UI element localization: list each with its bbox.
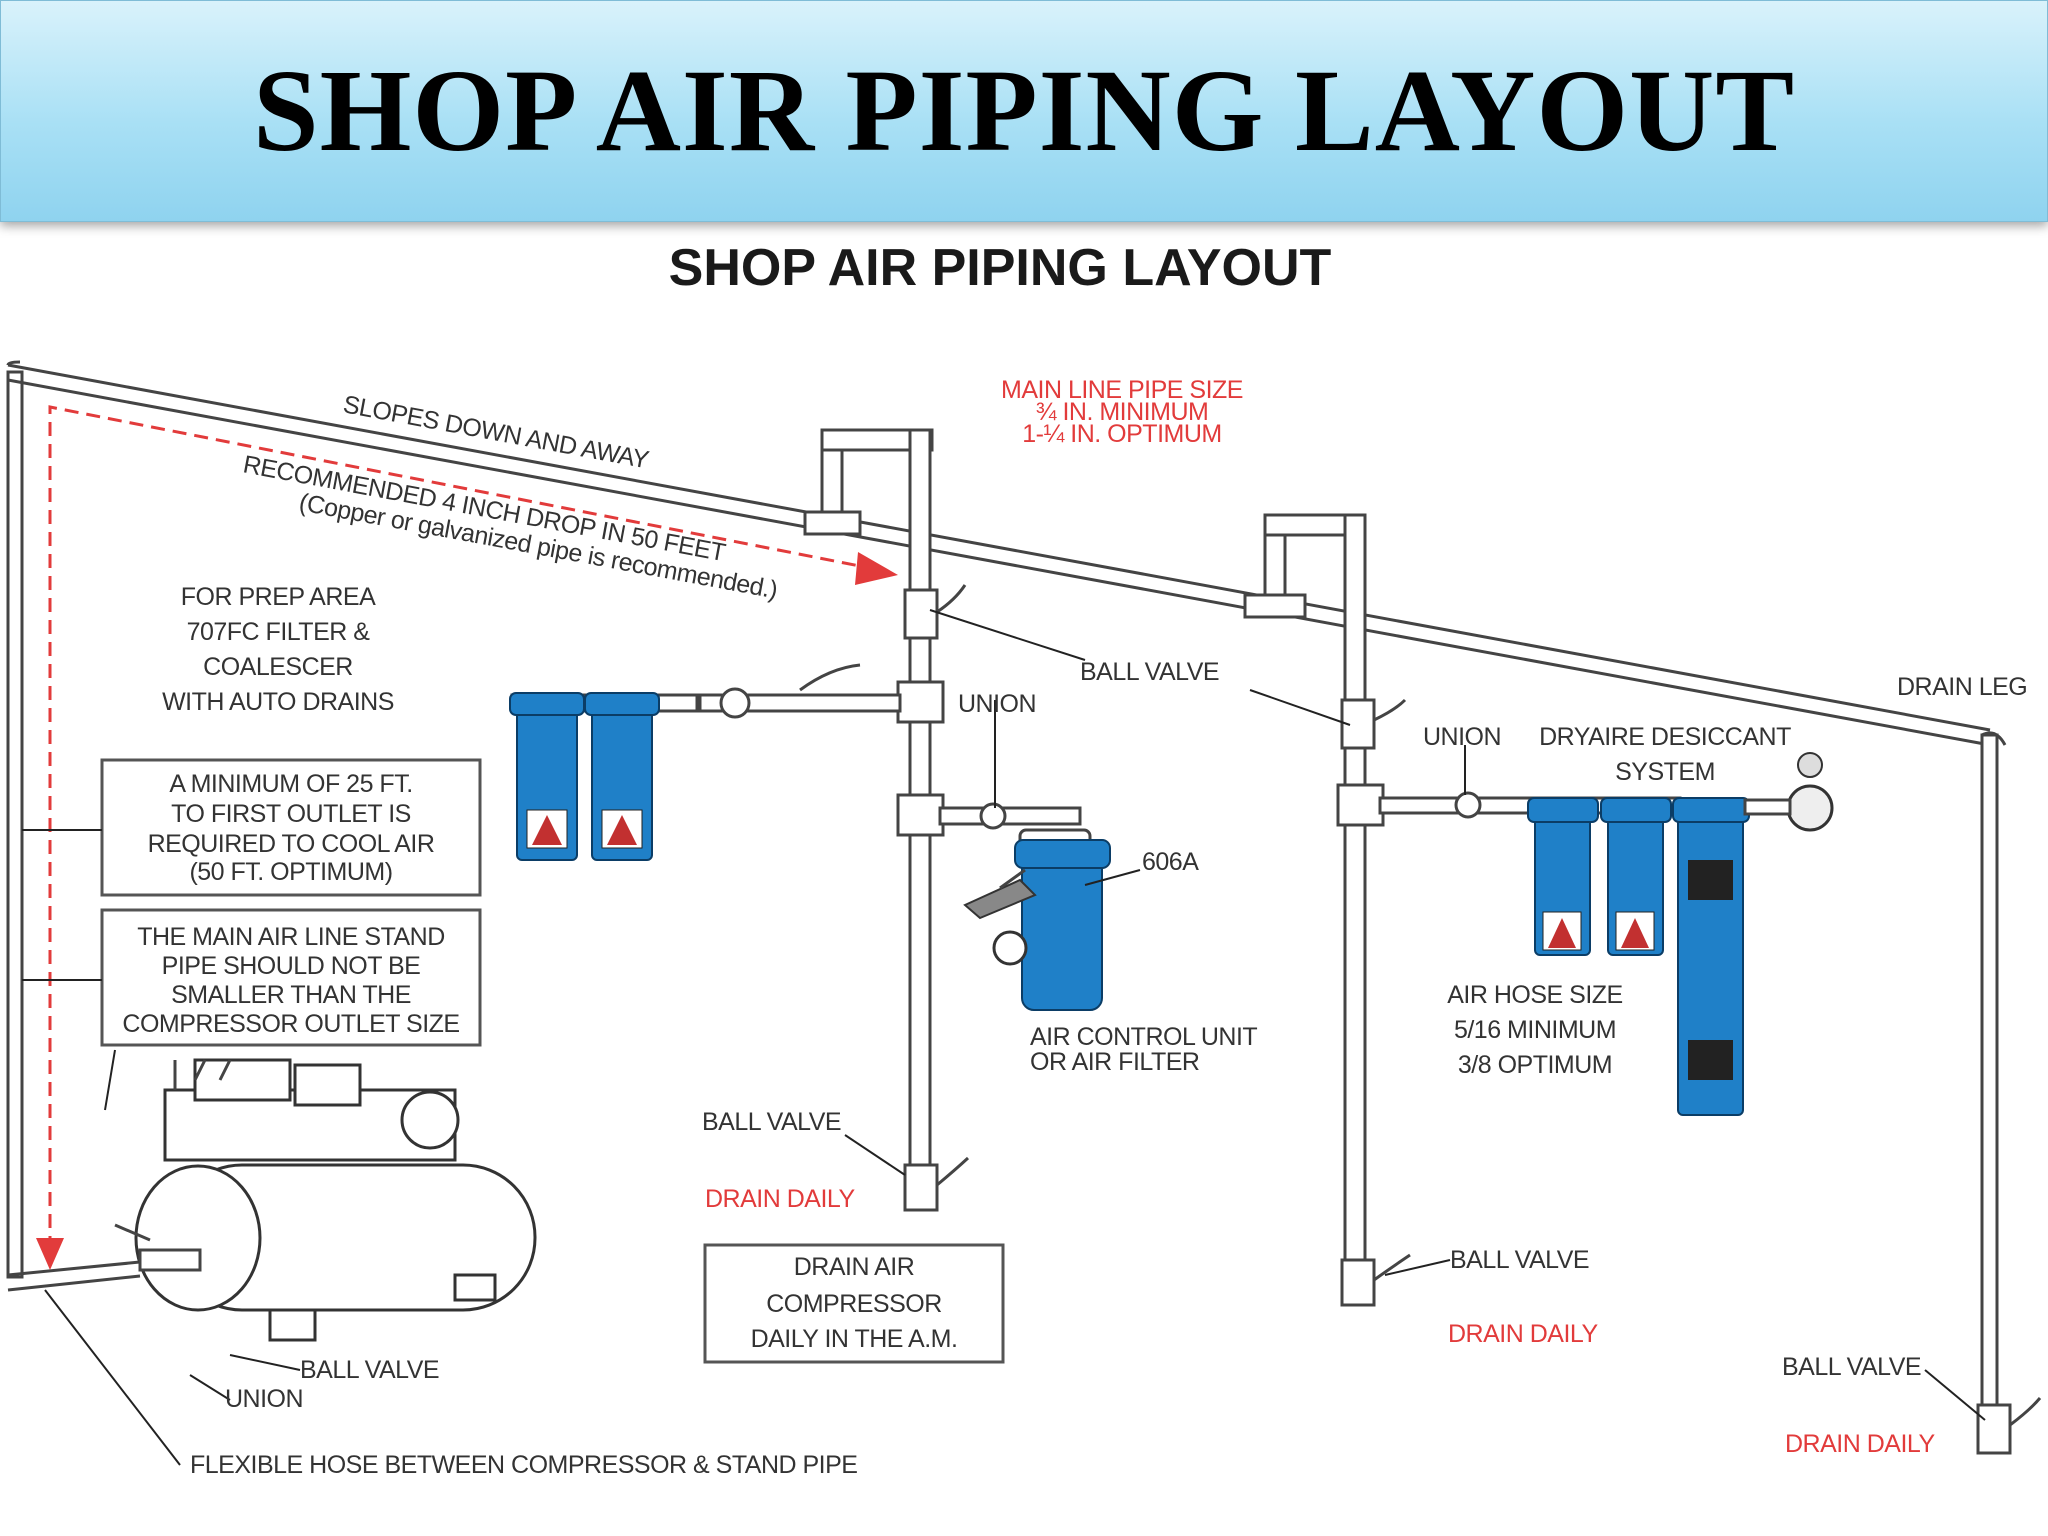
svg-text:DRYAIRE DESICCANT: DRYAIRE DESICCANT xyxy=(1539,723,1791,751)
title-banner: SHOP AIR PIPING LAYOUT xyxy=(0,0,2048,222)
standpipe-box xyxy=(100,908,482,1047)
svg-text:COMPRESSOR: COMPRESSOR xyxy=(766,1290,942,1318)
svg-text:SYSTEM: SYSTEM xyxy=(1615,758,1715,786)
slide-title: SHOP AIR PIPING LAYOUT xyxy=(252,45,1796,176)
drain-leg-label: DRAIN LEG xyxy=(1897,673,2027,701)
standpipe-label: THE MAIN AIR LINE STAND PIPE SHOULD NOT … xyxy=(122,923,460,1038)
flex-hose-label: FLEXIBLE HOSE BETWEEN COMPRESSOR & STAND… xyxy=(190,1451,857,1479)
ball-valve-label-5: BALL VALVE xyxy=(300,1356,439,1384)
drain-daily-label-3: DRAIN DAILY xyxy=(1785,1430,1935,1458)
svg-text:WITH AUTO DRAINS: WITH AUTO DRAINS xyxy=(162,688,394,716)
svg-text:OR AIR FILTER: OR AIR FILTER xyxy=(1030,1048,1199,1076)
svg-text:FOR PREP AREA: FOR PREP AREA xyxy=(181,583,376,611)
air-compressor xyxy=(114,1058,537,1342)
svg-text:SMALLER THAN THE: SMALLER THAN THE xyxy=(171,981,411,1009)
svg-text:MAIN LINE PIPE SIZE: MAIN LINE PIPE SIZE xyxy=(1001,376,1243,404)
svg-text:DRAIN AIR: DRAIN AIR xyxy=(794,1253,915,1281)
slope-label: SLOPES DOWN AND AWAY xyxy=(341,390,652,474)
ball-valve-label-1: BALL VALVE xyxy=(1080,658,1219,686)
drain-daily-label-1: DRAIN DAILY xyxy=(705,1185,855,1213)
svg-text:¾ IN. MINIMUM: ¾ IN. MINIMUM xyxy=(1036,398,1209,426)
drain-compressor-box xyxy=(703,1243,1005,1364)
air-control-unit-606a xyxy=(963,828,1111,1011)
svg-text:707FC FILTER &: 707FC FILTER & xyxy=(187,618,371,646)
airflow-arrow xyxy=(36,405,898,1270)
svg-text:COALESCER: COALESCER xyxy=(203,653,353,681)
svg-text:COMPRESSOR OUTLET SIZE: COMPRESSOR OUTLET SIZE xyxy=(122,1010,459,1038)
union-label-2: UNION xyxy=(1423,723,1501,751)
svg-text:AIR CONTROL UNIT: AIR CONTROL UNIT xyxy=(1030,1023,1257,1051)
svg-text:(50 FT. OPTIMUM): (50 FT. OPTIMUM) xyxy=(189,858,392,886)
svg-text:DAILY IN THE A.M.: DAILY IN THE A.M. xyxy=(751,1325,958,1353)
drain-daily-label-2: DRAIN DAILY xyxy=(1448,1320,1598,1348)
svg-text:PIPE SHOULD NOT BE: PIPE SHOULD NOT BE xyxy=(162,952,421,980)
min-25ft-box xyxy=(100,758,482,897)
hose-size-label: AIR HOSE SIZE 5/16 MINIMUM 3/8 OPTIMUM xyxy=(1447,981,1623,1079)
drop-2 xyxy=(1243,513,1682,1307)
drain-leg-valve xyxy=(1976,1397,2042,1455)
svg-text:A MINIMUM OF 25 FT.: A MINIMUM OF 25 FT. xyxy=(169,770,412,798)
min-25ft-label: A MINIMUM OF 25 FT. TO FIRST OUTLET IS R… xyxy=(148,770,435,886)
svg-text:AIR HOSE SIZE: AIR HOSE SIZE xyxy=(1447,981,1622,1009)
dryaire-label: DRYAIRE DESICCANT SYSTEM xyxy=(1539,723,1791,786)
svg-text:1-¼ IN. OPTIMUM: 1-¼ IN. OPTIMUM xyxy=(1022,420,1221,448)
filter-707fc xyxy=(509,692,699,861)
prep-area-label: FOR PREP AREA 707FC FILTER & COALESCER W… xyxy=(162,583,394,716)
air-control-label: AIR CONTROL UNIT OR AIR FILTER xyxy=(1030,1023,1258,1076)
drain-compressor-label: DRAIN AIR COMPRESSOR DAILY IN THE A.M. xyxy=(751,1253,958,1353)
note-boxes xyxy=(22,758,1005,1364)
diagram-subtitle: SHOP AIR PIPING LAYOUT xyxy=(669,239,1332,297)
drop-1 xyxy=(698,428,1082,1212)
ball-valve-label-3: BALL VALVE xyxy=(1450,1246,1589,1274)
ball-valve-label-4: BALL VALVE xyxy=(1782,1353,1921,1381)
main-air-line xyxy=(6,360,2007,1412)
ball-valve-label-2: BALL VALVE xyxy=(702,1108,841,1136)
svg-text:THE MAIN AIR LINE STAND: THE MAIN AIR LINE STAND xyxy=(137,923,445,951)
svg-text:3/8 OPTIMUM: 3/8 OPTIMUM xyxy=(1458,1051,1612,1079)
dryaire-desiccant-system xyxy=(1527,752,1834,1116)
svg-text:REQUIRED TO COOL AIR: REQUIRED TO COOL AIR xyxy=(148,830,435,858)
union-label-1: UNION xyxy=(958,690,1036,718)
svg-text:TO FIRST OUTLET IS: TO FIRST OUTLET IS xyxy=(171,800,411,828)
union-label-3: UNION xyxy=(225,1385,303,1413)
leader-lines xyxy=(44,609,1986,1466)
svg-text:5/16 MINIMUM: 5/16 MINIMUM xyxy=(1454,1016,1616,1044)
main-line-size-label: MAIN LINE PIPE SIZE ¾ IN. MINIMUM 1-¼ IN… xyxy=(1001,376,1243,448)
model-606a-label: 606A xyxy=(1142,848,1199,876)
